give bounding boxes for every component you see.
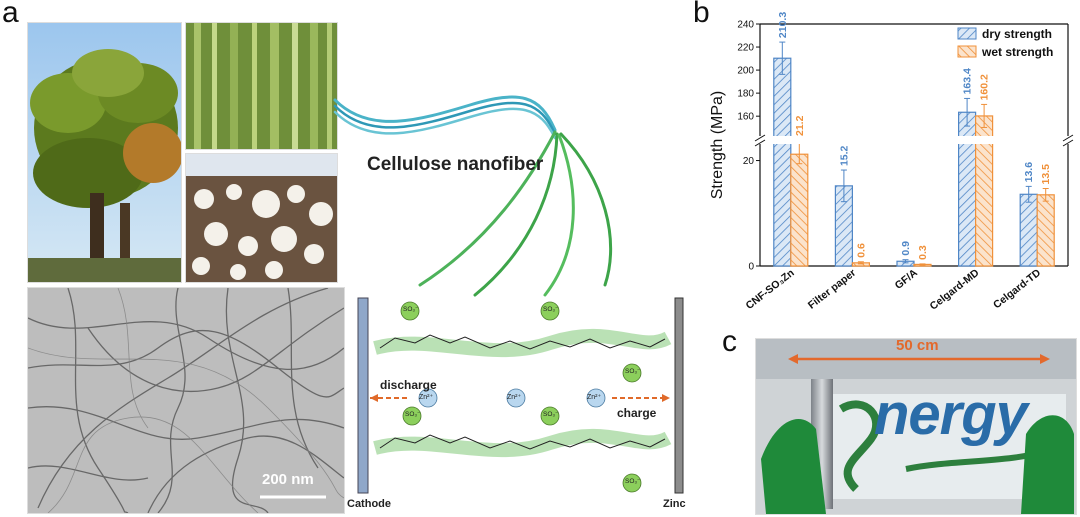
data-label: 160.2 — [979, 74, 991, 100]
sulfonate-label: SO₃⁻ — [403, 306, 419, 313]
x-tick-label: Celgard-MD — [928, 267, 982, 313]
axis-break-mark — [754, 139, 766, 147]
data-label: 0.3 — [917, 245, 929, 260]
axis-break-mark — [1062, 134, 1074, 142]
legend-label: dry strength — [982, 27, 1052, 41]
data-label: 0.9 — [900, 241, 912, 256]
y-axis-label: Strength (MPa) — [709, 91, 726, 199]
zn-ion-label: Zn²⁺ — [419, 394, 434, 401]
y-tick-label: 240 — [737, 20, 754, 31]
panel-a-letter: a — [2, 0, 19, 29]
zinc-label: Zinc — [663, 498, 686, 510]
axis-break-mark — [754, 134, 766, 142]
sulfonate-label: SO₃⁻ — [625, 478, 641, 485]
bar — [958, 111, 977, 267]
y-tick-label: 220 — [737, 43, 754, 54]
scale-bar-label: 200 nm — [262, 471, 314, 488]
data-label: 21.2 — [794, 115, 806, 136]
bar — [790, 153, 809, 267]
data-label: 15.2 — [838, 145, 850, 166]
y-tick-label: 180 — [737, 89, 754, 100]
legend-label: wet strength — [981, 45, 1053, 59]
panel-c-letter: c — [722, 325, 737, 358]
data-label: 13.5 — [1040, 164, 1052, 185]
sulfonate-label: SO₃⁻ — [543, 411, 559, 418]
axis-break-mark — [1062, 139, 1074, 147]
zn-ion-label: Zn²⁺ — [507, 394, 522, 401]
x-tick-label: Celgard-TD — [991, 267, 1043, 312]
flexible-film-photo: 50 cm nergy — [755, 338, 1077, 515]
cotton-photo — [185, 153, 338, 283]
x-tick-label: CNF-SO₃Zn — [744, 267, 797, 312]
x-tick-label: Filter paper — [806, 267, 858, 312]
y-tick-label: 0 — [748, 262, 754, 273]
tree-photo — [27, 22, 182, 283]
width-label: 50 cm — [896, 338, 939, 354]
tem-micrograph: 200 nm — [27, 287, 345, 514]
bar — [1036, 194, 1055, 267]
axis-break-gap — [754, 136, 1074, 144]
charge-label: charge — [617, 406, 657, 420]
y-tick-label: 160 — [737, 112, 754, 123]
data-label: 210.3 — [777, 12, 789, 38]
y-tick-label: 200 — [737, 66, 754, 77]
molecular-schematic — [357, 297, 684, 494]
bar — [773, 57, 792, 267]
fiber-bundle-illustration — [333, 95, 613, 297]
cellulose-nanofiber-title: Cellulose nanofiber — [367, 154, 544, 175]
cathode-label: Cathode — [347, 498, 391, 510]
legend-swatch — [957, 45, 977, 58]
sulfonate-label: SO₃⁻ — [625, 368, 641, 375]
bamboo-photo — [185, 22, 338, 150]
zn-ion-label: Zn²⁺ — [587, 394, 602, 401]
data-label: 0.6 — [855, 243, 867, 258]
x-tick-label: GF/A — [893, 267, 920, 292]
data-label: 13.6 — [1023, 162, 1035, 183]
discharge-label: discharge — [380, 378, 437, 392]
bar — [1019, 193, 1038, 267]
panel-b-letter: b — [693, 0, 710, 29]
data-label: 163.4 — [962, 68, 974, 94]
legend-swatch — [957, 27, 977, 40]
y-tick-label: 20 — [743, 156, 755, 167]
sulfonate-label: SO₃⁻ — [543, 306, 559, 313]
sulfonate-label: SO₃⁻ — [405, 411, 421, 418]
energy-logo-text: nergy — [874, 382, 1028, 447]
